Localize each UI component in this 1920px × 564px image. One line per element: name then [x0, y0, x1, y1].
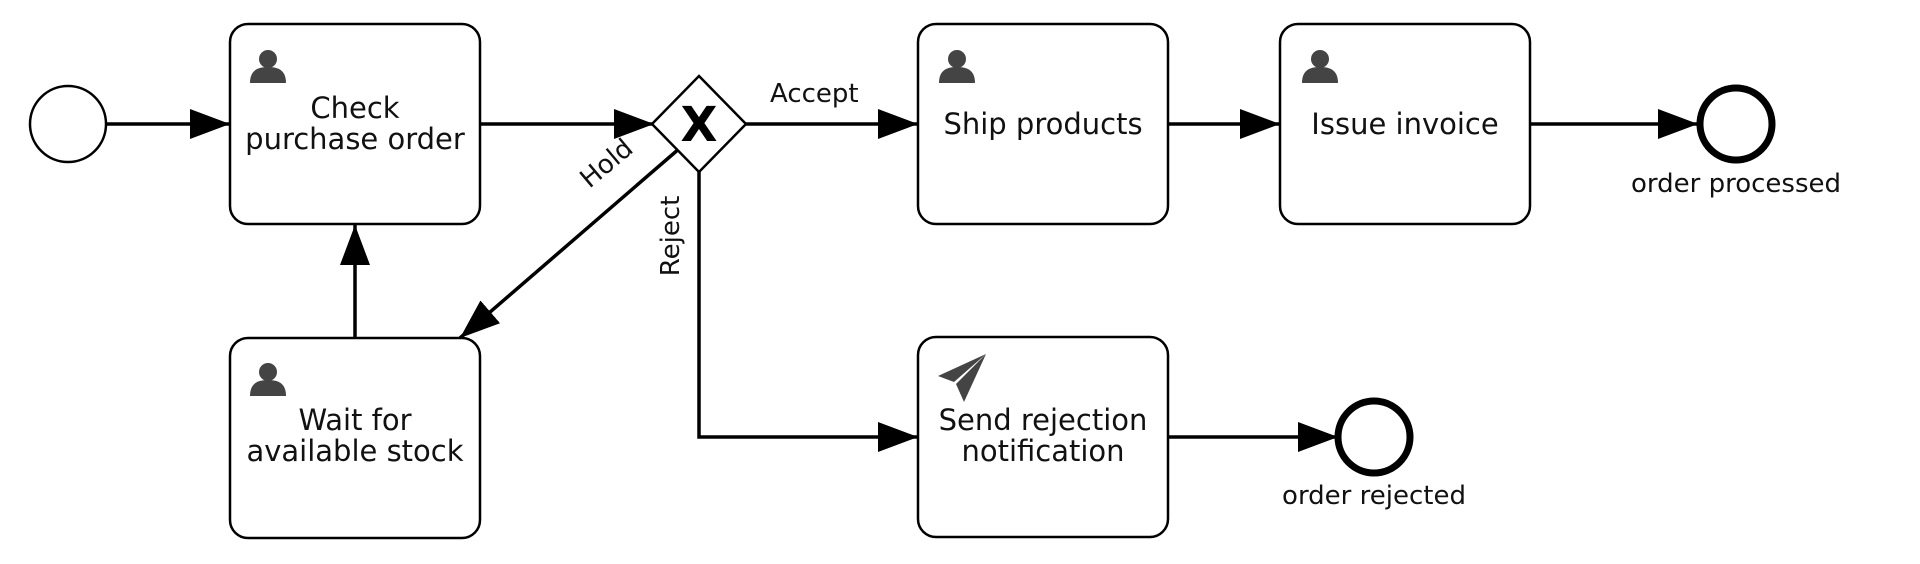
- task-wait-for-stock[interactable]: Wait for available stock: [228, 336, 482, 540]
- gateway-diamond: [650, 74, 748, 174]
- gateway-marker: X: [680, 97, 717, 153]
- task-ship-products[interactable]: Ship products: [916, 22, 1170, 226]
- end-event-order-processed[interactable]: [1696, 84, 1776, 164]
- flow-label-accept: Accept: [770, 79, 859, 109]
- task-box: [916, 22, 1170, 226]
- task-check-purchase-order[interactable]: Check purchase order: [228, 22, 482, 226]
- send-icon: [938, 354, 986, 402]
- end-event-label-processed: order processed: [1631, 169, 1841, 199]
- exclusive-gateway[interactable]: X: [650, 74, 748, 174]
- task-label-line-1: Issue invoice: [1311, 107, 1498, 141]
- flow-label-hold: Hold: [575, 133, 640, 194]
- flow-label-reject: Reject: [656, 196, 686, 277]
- task-box: [1278, 22, 1532, 226]
- task-label-line-2: purchase order: [245, 122, 465, 156]
- end-event-label-rejected: order rejected: [1282, 481, 1466, 511]
- task-label-line-2: available stock: [246, 434, 463, 468]
- task-label-line-1: Check: [310, 91, 399, 125]
- task-label-line-1: Ship products: [943, 107, 1142, 141]
- sequence-flows: [107, 109, 1698, 452]
- flow-reject[interactable]: [697, 170, 918, 452]
- task-send-rejection-notification[interactable]: Send rejection notification: [916, 335, 1170, 539]
- task-box: [916, 335, 1170, 539]
- task-label-line-2: notification: [961, 434, 1124, 468]
- task-label-line-1: Send rejection: [939, 403, 1148, 437]
- flow-hold[interactable]: [458, 146, 682, 340]
- task-box: [228, 336, 482, 540]
- task-box: [228, 22, 482, 226]
- task-label-line-1: Wait for: [298, 403, 411, 437]
- task-issue-invoice[interactable]: Issue invoice: [1278, 22, 1532, 226]
- end-event-order-rejected[interactable]: [1334, 397, 1414, 477]
- start-event[interactable]: [28, 84, 108, 164]
